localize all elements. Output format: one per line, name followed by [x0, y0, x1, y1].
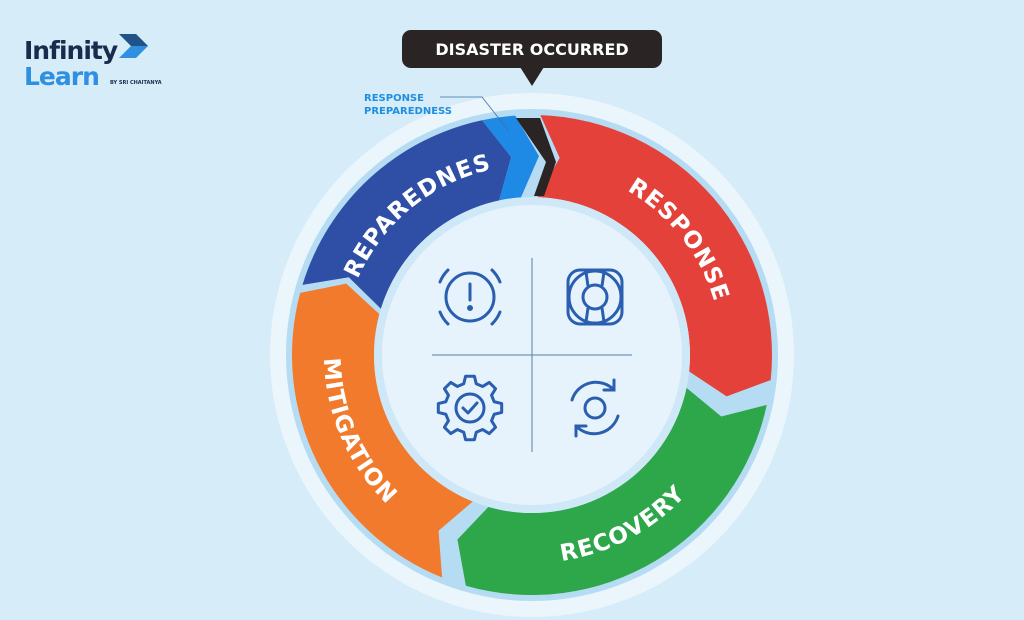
segment-recovery	[457, 387, 767, 595]
logo-text-learn: Learn	[24, 62, 100, 91]
disaster-occurred-callout: DISASTER OCCURRED	[402, 30, 662, 86]
refresh-icon	[570, 378, 620, 438]
logo-text-infinity: Infinity	[24, 36, 118, 65]
gear-check-icon	[436, 374, 504, 442]
note-line-2: PREPAREDNESS	[364, 106, 452, 117]
note-line-1: RESPONSE	[364, 93, 424, 104]
infinity-learn-logo: Infinity Learn BY SRI CHAITANYA	[24, 18, 164, 98]
segment-mitigation	[291, 283, 473, 578]
alert-icon	[438, 268, 502, 326]
chevron-logo-icon	[119, 34, 148, 58]
disaster-marker-zigzag	[516, 118, 556, 196]
lifebuoy-icon	[566, 268, 624, 326]
logo-tagline: BY SRI CHAITANYA	[110, 80, 162, 86]
segment-preparedness	[302, 120, 512, 309]
segment-response	[537, 115, 772, 397]
segment-response-preparedness	[482, 115, 539, 201]
response-preparedness-note: RESPONSE PREPAREDNESS	[364, 93, 509, 131]
callout-label: DISASTER OCCURRED	[435, 40, 628, 59]
